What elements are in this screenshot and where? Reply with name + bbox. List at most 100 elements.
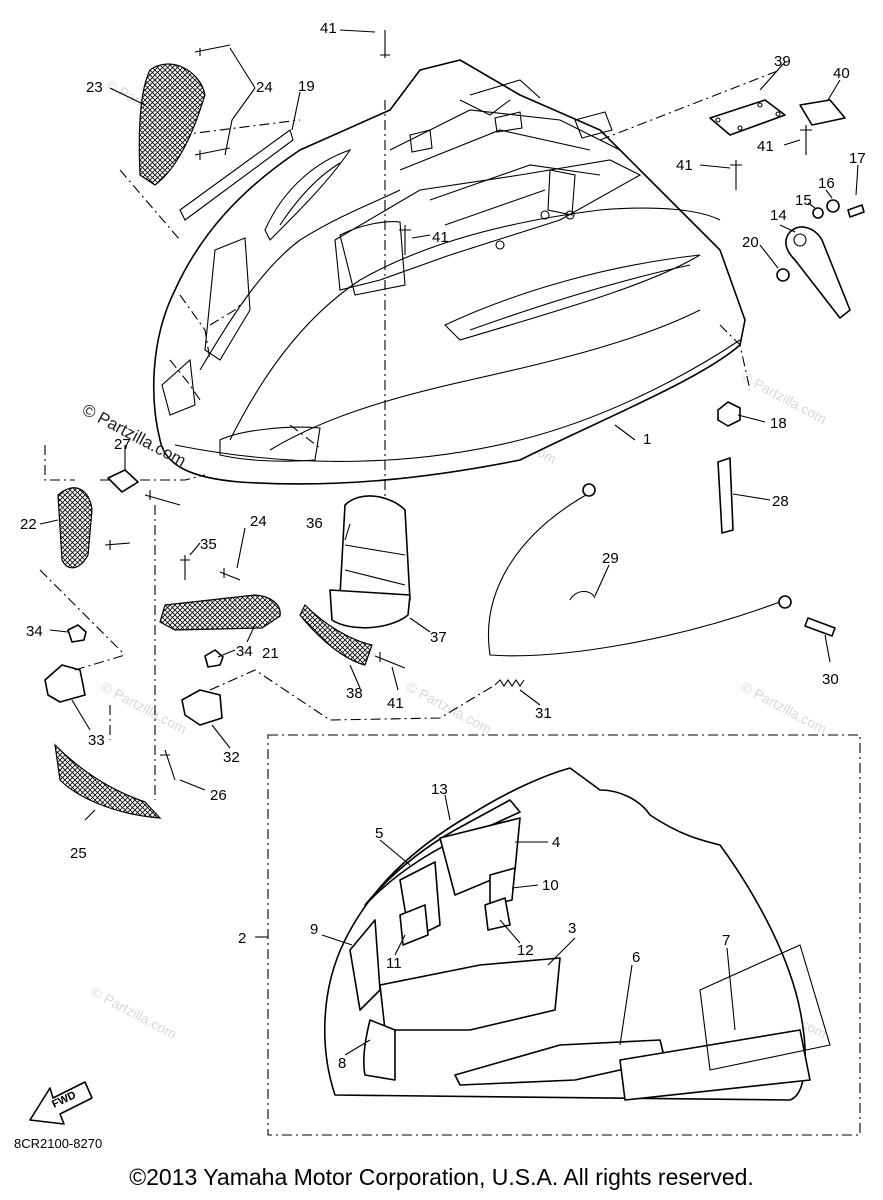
callout-30: 30 (822, 671, 839, 688)
callout-39: 39 (774, 53, 791, 70)
bolt-24c (144, 490, 181, 506)
callout-18: 18 (770, 415, 787, 432)
callout-38: 38 (346, 685, 363, 702)
bracket-40 (799, 99, 846, 126)
callout-21: 21 (262, 645, 279, 662)
bolt-41-lower (374, 652, 406, 669)
callout-10: 10 (542, 877, 559, 894)
callout-1: 1 (643, 431, 651, 448)
callout-3: 3 (568, 920, 576, 937)
callout-6: 6 (632, 949, 640, 966)
bracket-32 (181, 689, 223, 726)
watermark-faint: © Partzilla.com (89, 984, 180, 1042)
callout-24b: 24 (250, 513, 267, 530)
callout-17: 17 (849, 150, 866, 167)
duct-37 (329, 589, 411, 629)
callout-41e: 41 (387, 695, 404, 712)
decal-box (267, 734, 861, 1136)
callout-13: 13 (431, 781, 448, 798)
callout-26: 26 (210, 787, 227, 804)
decal-10 (489, 867, 516, 906)
callout-22: 22 (20, 516, 37, 533)
watermark-faint: © Partzilla.com (99, 679, 190, 737)
callout-28: 28 (772, 493, 789, 510)
decal-8 (363, 1019, 396, 1081)
callout-23: 23 (86, 79, 103, 96)
callout-41a: 41 (320, 20, 337, 37)
callout-34b: 34 (236, 643, 253, 660)
callout-24a: 24 (256, 79, 273, 96)
callout-19: 19 (298, 78, 315, 95)
vent-22 (57, 487, 93, 569)
callout-35: 35 (200, 536, 217, 553)
decal-13 (364, 799, 521, 906)
tray-21 (159, 594, 281, 631)
spring-31 (494, 679, 525, 687)
callout-20: 20 (742, 234, 759, 251)
grill-23 (138, 63, 206, 186)
bolt-24d (219, 568, 241, 581)
bracket-33 (44, 664, 86, 703)
screw-35a (104, 540, 131, 550)
washer-16 (826, 199, 840, 213)
callout-numbers: 1 2 3 4 5 6 7 8 9 10 11 12 13 14 15 16 1… (20, 20, 866, 1072)
pin-30 (804, 617, 836, 637)
callout-27: 27 (114, 436, 131, 453)
callout-7: 7 (722, 932, 730, 949)
callout-41d: 41 (432, 229, 449, 246)
callout-16: 16 (818, 175, 835, 192)
nut-34b (204, 649, 224, 668)
copyright-notice: ©2013 Yamaha Motor Corporation, U.S.A. A… (129, 1164, 754, 1190)
callout-31: 31 (535, 705, 552, 722)
bolt-17 (847, 204, 865, 218)
callout-36: 36 (306, 515, 323, 532)
callout-29: 29 (602, 550, 619, 567)
watermark-faint: © Partzilla.com (404, 679, 495, 737)
plate-39 (709, 99, 786, 136)
decal-7 (619, 1029, 811, 1101)
callout-9: 9 (310, 921, 318, 938)
grommet-20 (776, 268, 790, 282)
callout-34a: 34 (26, 623, 43, 640)
callout-32: 32 (223, 749, 240, 766)
fwd-arrow: FWD (29, 1081, 93, 1125)
bolt-41-right (800, 125, 812, 155)
decal-12 (484, 897, 511, 931)
diagram-code: 8CR2100-8270 (14, 1136, 103, 1151)
leader-lines (39, 29, 859, 1056)
decal-11 (399, 904, 429, 946)
screw-35b (180, 555, 190, 580)
collar-15 (812, 207, 824, 219)
callout-5: 5 (375, 825, 383, 842)
callout-40: 40 (833, 65, 850, 82)
small-parts (39, 30, 865, 819)
callout-41c: 41 (676, 157, 693, 174)
bolt-26 (160, 749, 176, 781)
bolt-24a (194, 44, 231, 56)
callout-8: 8 (338, 1055, 346, 1072)
vent-25 (54, 743, 162, 819)
tie-28 (717, 457, 734, 534)
decal-set (267, 734, 861, 1136)
bolt-41-top (380, 30, 390, 58)
watermark-faint: © Partzilla.com (739, 679, 830, 737)
cable-29 (488, 489, 786, 657)
callout-4: 4 (552, 834, 560, 851)
nut-18 (717, 401, 741, 427)
bolt-24b (194, 147, 231, 160)
bolt-41-center (399, 225, 411, 255)
mesh-38 (299, 603, 373, 666)
clip-27 (107, 469, 139, 493)
callout-15: 15 (795, 192, 812, 209)
callout-11: 11 (386, 955, 402, 972)
callout-25: 25 (70, 845, 87, 862)
hood-assembly (44, 59, 781, 560)
callout-2: 2 (238, 930, 246, 947)
strip-19 (179, 129, 294, 221)
latch-14 (785, 226, 851, 319)
callout-37: 37 (430, 629, 447, 646)
callout-33: 33 (88, 732, 105, 749)
nut-34a (67, 624, 87, 643)
callout-41b: 41 (757, 138, 774, 155)
